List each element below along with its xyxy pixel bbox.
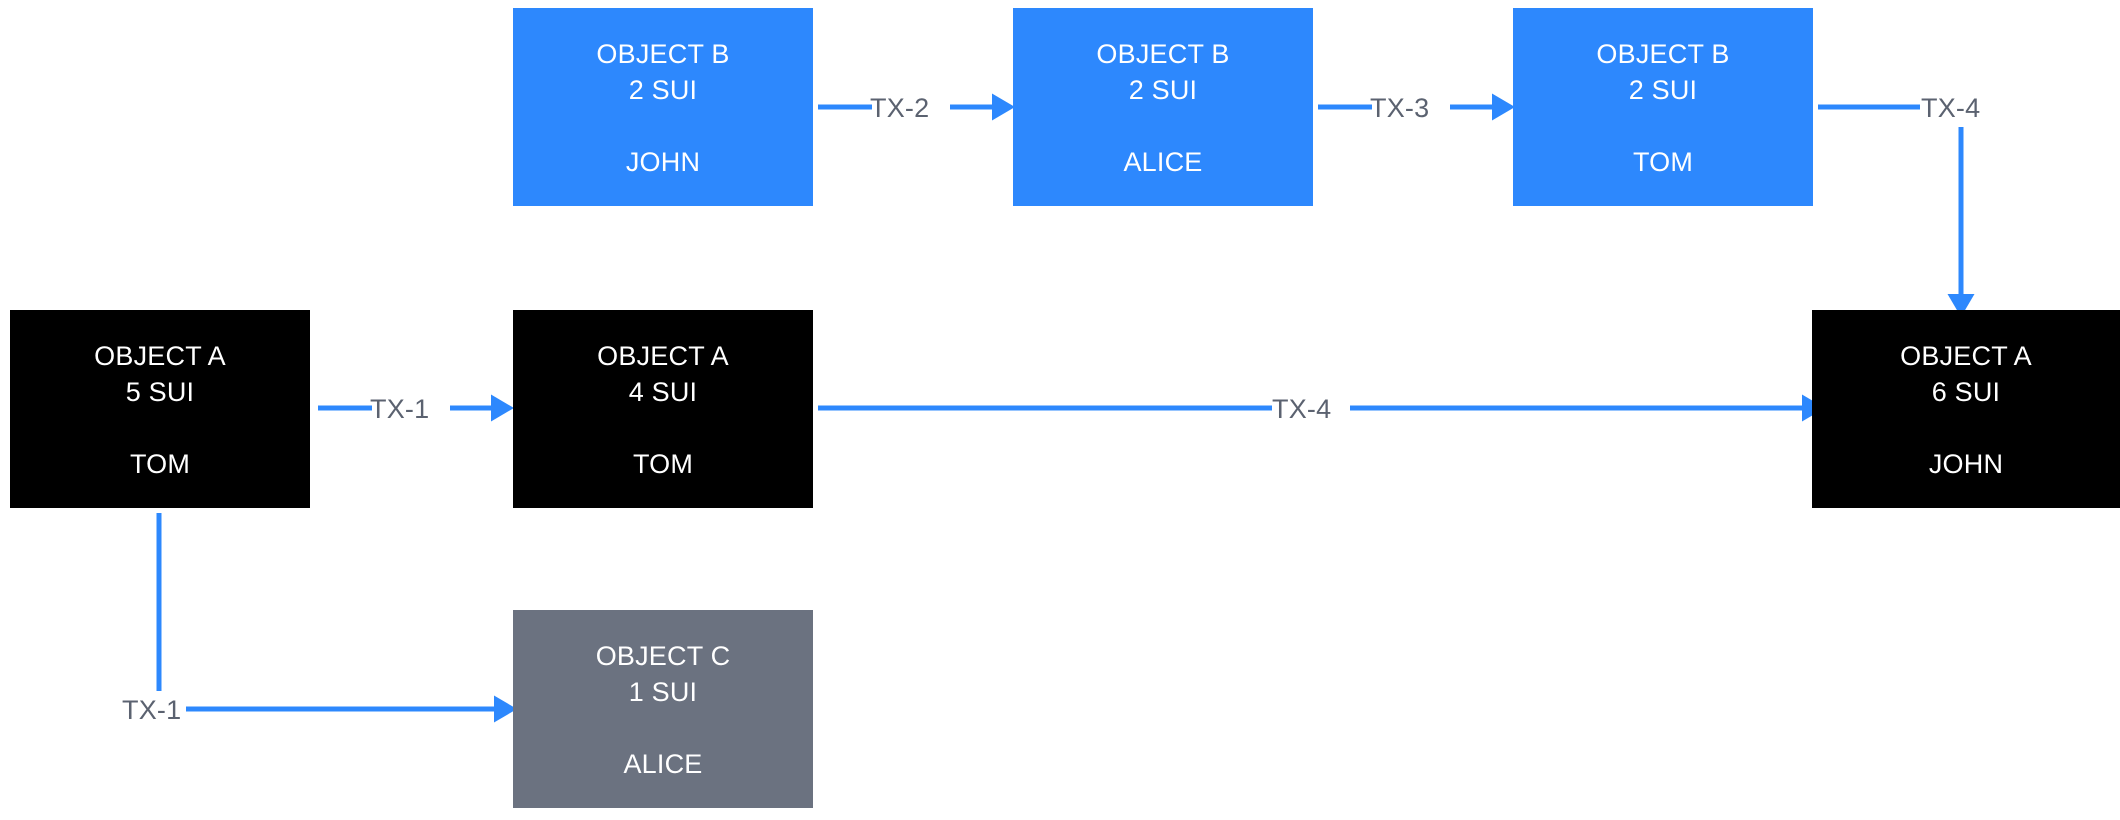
edge-label-tx-3: TX-3 [1370, 93, 1430, 123]
node-owner-label: TOM [129, 449, 191, 479]
node-object-c-1sui-alice[interactable]: OBJECT C 1 SUI ALICE [513, 610, 813, 808]
node-object-label: OBJECT A [94, 341, 226, 371]
node-owner-label: TOM [632, 449, 694, 479]
node-object-label: OBJECT C [595, 641, 731, 671]
node-owner-label: TOM [1632, 147, 1694, 177]
node-object-label: OBJECT B [1596, 39, 1730, 69]
node-object-a-4sui-tom[interactable]: OBJECT A 4 SUI TOM [513, 310, 813, 508]
edge-label-tx-1-a5-to-a4: TX-1 [370, 394, 430, 424]
node-owner-label: ALICE [1123, 147, 1203, 177]
edge-label-tx-2: TX-2 [870, 93, 930, 123]
node-object-label: OBJECT A [597, 341, 729, 371]
node-amount-label: 2 SUI [628, 75, 698, 105]
edge-label-tx-1-a5-to-c1: TX-1 [122, 695, 182, 725]
node-owner-label: ALICE [623, 749, 703, 779]
node-object-label: OBJECT A [1900, 341, 2032, 371]
node-amount-label: 2 SUI [1128, 75, 1198, 105]
edge-label-tx-4-a4-to-a6: TX-4 [1272, 394, 1332, 424]
node-amount-label: 1 SUI [628, 677, 698, 707]
edge-label-tx-4-btom-to-a6: TX-4 [1921, 93, 1981, 123]
node-owner-label: JOHN [625, 147, 701, 177]
node-owner-label: JOHN [1928, 449, 2004, 479]
node-amount-label: 4 SUI [628, 377, 698, 407]
node-object-a-6sui-john[interactable]: OBJECT A 6 SUI JOHN [1812, 310, 2120, 508]
node-object-label: OBJECT B [1096, 39, 1230, 69]
node-amount-label: 6 SUI [1931, 377, 2001, 407]
node-object-b-2sui-tom[interactable]: OBJECT B 2 SUI TOM [1513, 8, 1813, 206]
node-amount-label: 2 SUI [1628, 75, 1698, 105]
node-object-b-2sui-alice[interactable]: OBJECT B 2 SUI ALICE [1013, 8, 1313, 206]
node-object-label: OBJECT B [596, 39, 730, 69]
node-object-b-2sui-john[interactable]: OBJECT B 2 SUI JOHN [513, 8, 813, 206]
node-object-a-5sui-tom[interactable]: OBJECT A 5 SUI TOM [10, 310, 310, 508]
node-amount-label: 5 SUI [125, 377, 195, 407]
